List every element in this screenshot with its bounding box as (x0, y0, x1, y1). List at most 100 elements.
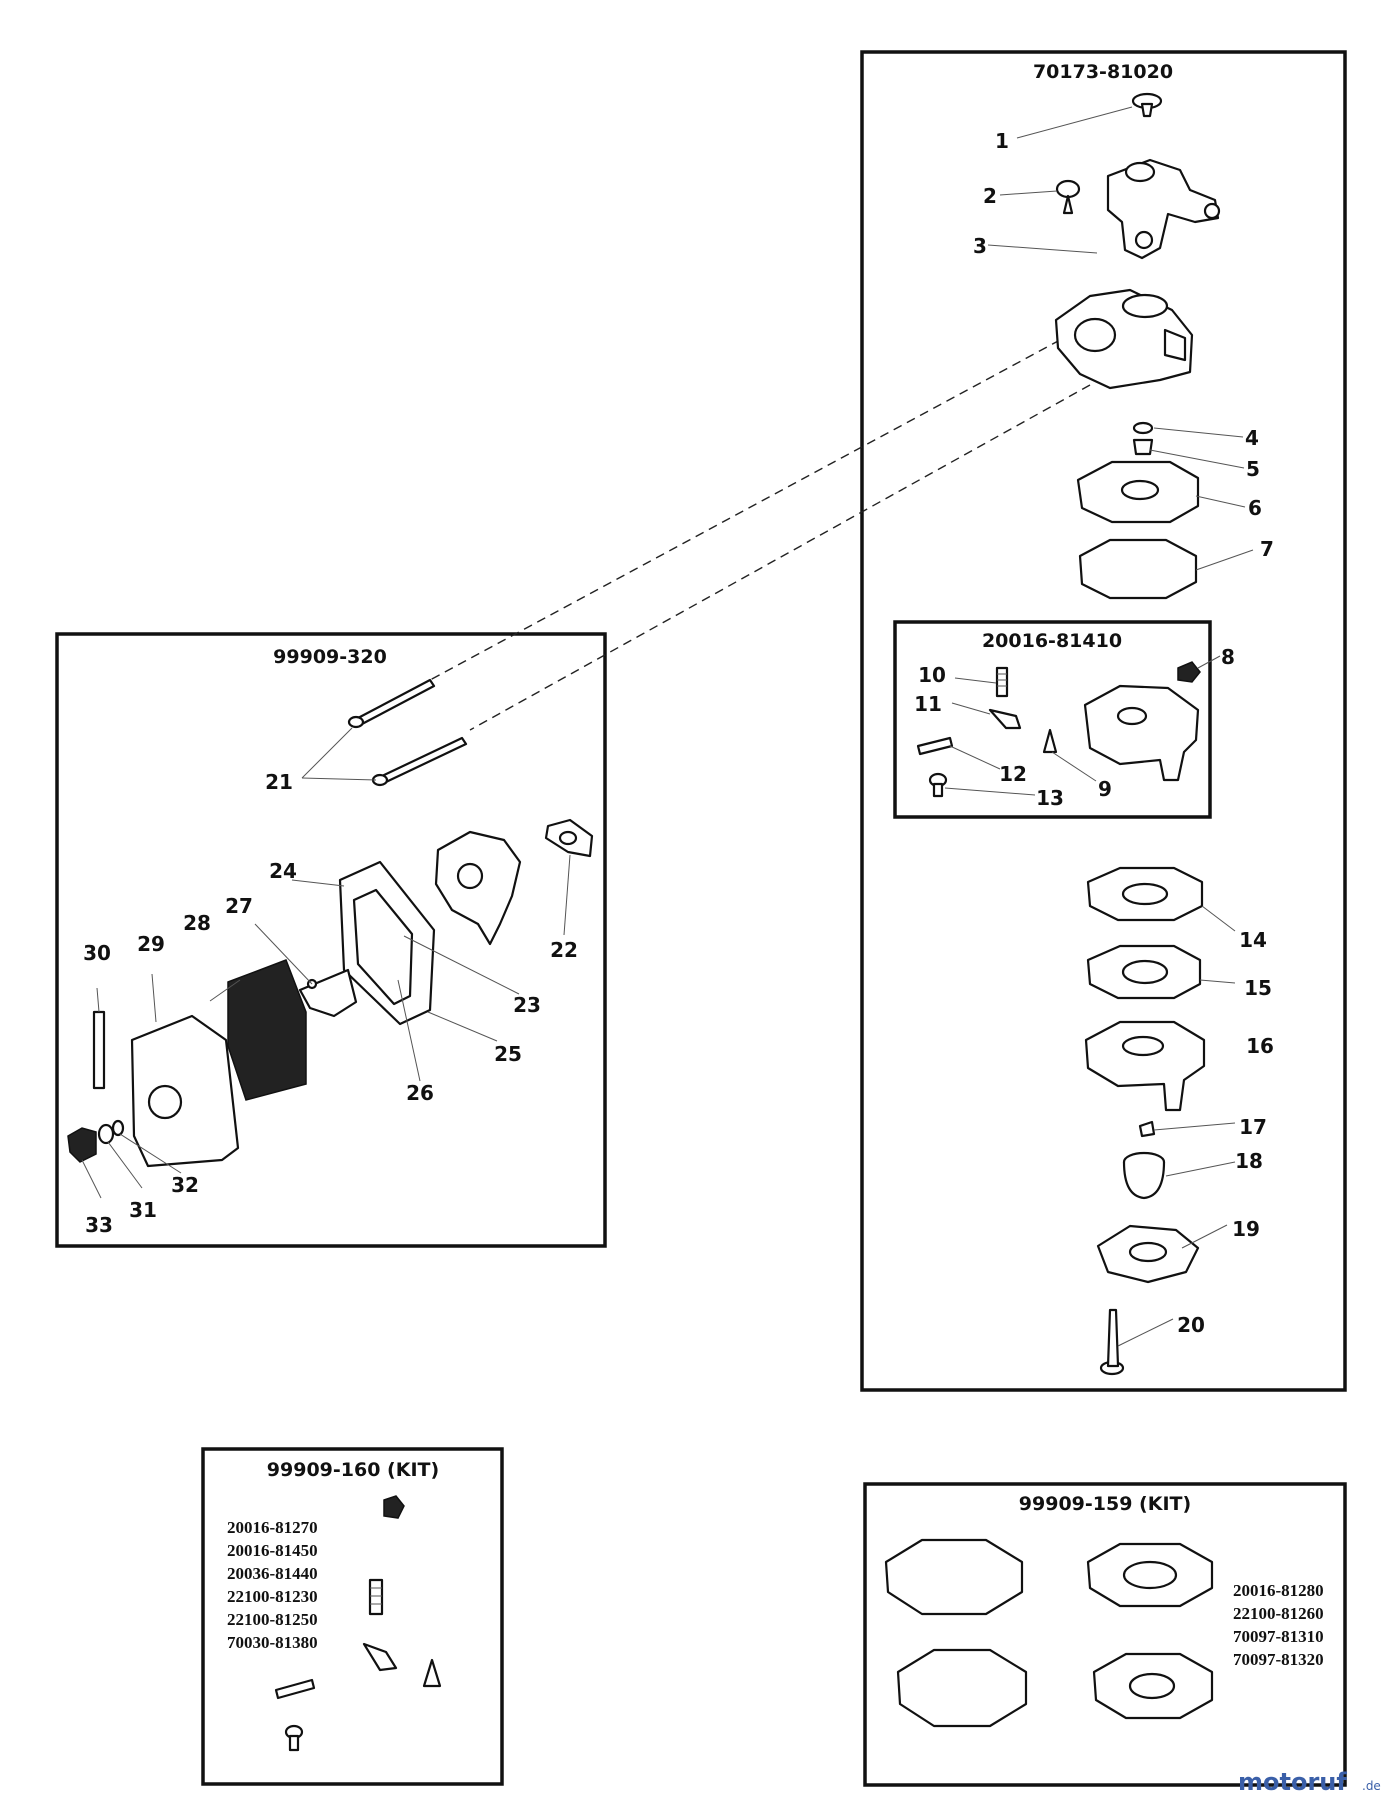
callout-24: 24 (269, 859, 297, 883)
pump-body (1083, 684, 1200, 782)
callout-29: 29 (137, 932, 165, 956)
part-30-label (92, 1010, 106, 1090)
kit-160-lever (362, 1642, 398, 1672)
kit-160-needle (422, 1658, 442, 1688)
callout-9: 9 (1098, 777, 1112, 801)
part-12-pin (916, 736, 954, 756)
part-31-washer (97, 1123, 115, 1145)
watermark-text: motoruf (1238, 1768, 1347, 1796)
part-15-diaphragm (1086, 944, 1202, 1000)
part-9-needle (1042, 728, 1058, 754)
watermark-suffix: .de (1362, 1779, 1381, 1793)
callout-12: 12 (999, 762, 1027, 786)
air-filter-frame (55, 632, 607, 1248)
carburetor-assembled (434, 830, 522, 946)
kit-160-part-number: 20016-81270 (227, 1518, 318, 1537)
part-14-gasket (1086, 866, 1204, 922)
part-6-plate (1076, 460, 1200, 524)
kit-160-part-number: 20016-81450 (227, 1541, 318, 1560)
callout-11: 11 (914, 692, 942, 716)
kit-160-screw (284, 1724, 304, 1752)
callout-20: 20 (1177, 1313, 1205, 1337)
callout-10: 10 (918, 663, 946, 687)
pump-kit-frame (893, 620, 1212, 819)
part-7-gasket (1078, 538, 1198, 600)
kit-159-frame (863, 1482, 1347, 1787)
carburetor-body (1054, 288, 1194, 390)
kit-159-plate-gasket (884, 1538, 1024, 1616)
part-20-screw (1099, 1308, 1125, 1376)
kit-159-part-number: 70097-81310 (1233, 1627, 1324, 1646)
callout-1: 1 (995, 129, 1009, 153)
part-19-bulb-retainer (1096, 1224, 1200, 1284)
part-29-filter-cover (130, 1014, 240, 1168)
kit-159-diaphragm (1092, 1652, 1214, 1720)
callout-33: 33 (85, 1213, 113, 1237)
part-2-screw (1055, 179, 1081, 215)
air-filter-title: 99909-320 (273, 646, 387, 668)
part-18-primer-bulb (1122, 1151, 1166, 1200)
part-32-washer (111, 1119, 125, 1137)
kit-160-part-number: 22100-81230 (227, 1587, 318, 1606)
callout-19: 19 (1232, 1217, 1260, 1241)
callout-4: 4 (1245, 426, 1259, 450)
callout-28: 28 (183, 911, 211, 935)
kit-160-part-number: 70030-81380 (227, 1633, 318, 1652)
kit-160-frame (201, 1447, 504, 1786)
kit-160-part-number: 22100-81250 (227, 1610, 318, 1629)
kit-160-title: 99909-160 (KIT) (267, 1459, 439, 1481)
callout-16: 16 (1246, 1034, 1274, 1058)
callout-5: 5 (1246, 457, 1260, 481)
callout-14: 14 (1239, 928, 1267, 952)
kit-159-part-number: 22100-81260 (1233, 1604, 1324, 1623)
assembly-line-upper (429, 339, 1061, 681)
callout-22: 22 (550, 938, 578, 962)
part-11-lever (988, 708, 1022, 730)
callout-6: 6 (1248, 496, 1262, 520)
kit-160-spring (368, 1578, 384, 1616)
kit-159-part-number: 20016-81280 (1233, 1581, 1324, 1600)
part-24-base-plate (338, 860, 436, 1026)
callout-8: 8 (1221, 645, 1235, 669)
kit-159-metering-gasket (1086, 1542, 1214, 1608)
part-10-spring (995, 666, 1009, 698)
callout-25: 25 (494, 1042, 522, 1066)
kit-159-title: 99909-159 (KIT) (1019, 1493, 1191, 1515)
callout-23: 23 (513, 993, 541, 1017)
part-3-throttle-lever (1106, 158, 1221, 260)
part-22-gasket (544, 818, 594, 858)
part-13-screw (928, 772, 948, 798)
kit-160-pin (274, 1678, 316, 1700)
callout-13: 13 (1036, 786, 1064, 810)
kit-159-part-number: 70097-81320 (1233, 1650, 1324, 1669)
watermark-logo: motoruf .de (1238, 1768, 1381, 1796)
callout-3: 3 (973, 234, 987, 258)
part-21-bolt-upper (347, 678, 436, 729)
callout-31: 31 (129, 1198, 157, 1222)
assembly-line-lower (469, 384, 1091, 731)
kit-160-nut (383, 1495, 405, 1519)
callout-2: 2 (983, 184, 997, 208)
callout-32: 32 (171, 1173, 199, 1197)
kit-159-pump-gasket (896, 1648, 1028, 1728)
pump-kit-title: 20016-81410 (982, 630, 1122, 652)
part-21-bolt-lower (371, 736, 468, 787)
part-5-valve (1132, 438, 1154, 456)
part-28-filter-element (227, 959, 307, 1101)
part-33-knob (67, 1127, 97, 1163)
part-4-washer (1132, 421, 1154, 435)
callout-27: 27 (225, 894, 253, 918)
callout-18: 18 (1235, 1149, 1263, 1173)
part-8-nut (1177, 661, 1201, 683)
carburetor-assembly-frame (860, 50, 1347, 1392)
callout-15: 15 (1244, 976, 1272, 1000)
carb-assembly-title: 70173-81020 (1033, 61, 1173, 83)
callout-21: 21 (265, 770, 293, 794)
callout-26: 26 (406, 1081, 434, 1105)
callout-17: 17 (1239, 1115, 1267, 1139)
kit-160-part-number: 20036-81440 (227, 1564, 318, 1583)
callout-30: 30 (83, 941, 111, 965)
part-1-cap (1131, 92, 1163, 118)
callout-7: 7 (1260, 537, 1274, 561)
